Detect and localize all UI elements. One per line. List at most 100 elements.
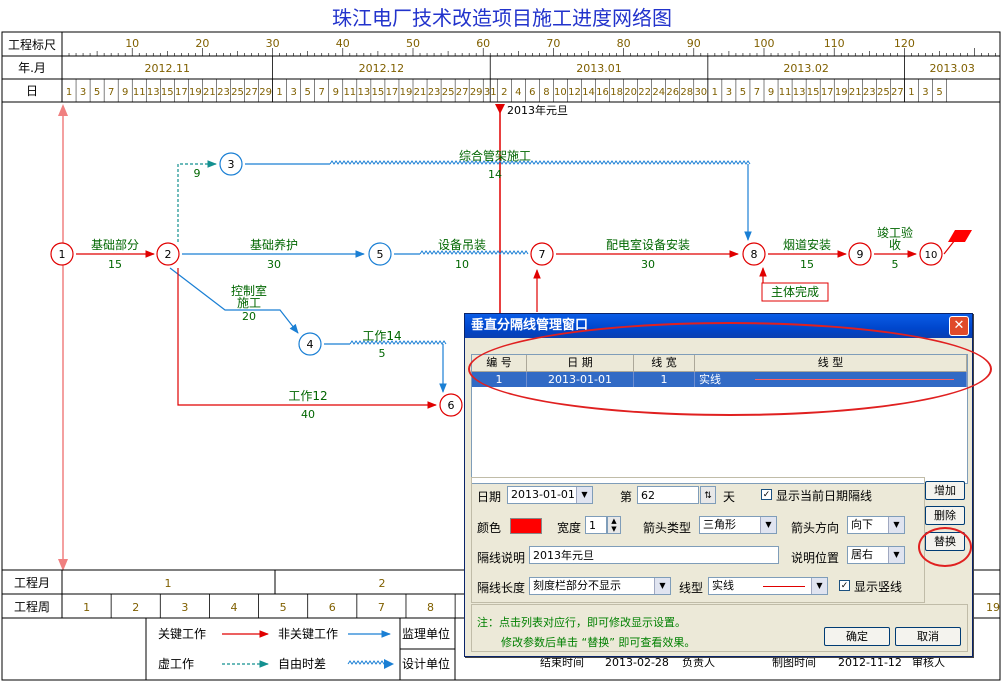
node-6[interactable]: 6 [439, 393, 463, 417]
ok-button[interactable]: 确定 [824, 627, 890, 646]
day-label: 22 [638, 87, 651, 98]
node-label: 8 [751, 248, 758, 261]
show-current-checkbox[interactable]: ✓ [761, 489, 772, 500]
task-label: 烟道安装 [783, 237, 831, 252]
arrow-type-select[interactable]: 三角形▼ [699, 516, 777, 534]
color-label: 颜色 [477, 521, 502, 535]
node-8[interactable]: 8 [742, 242, 766, 266]
scale-tick: 70 [546, 37, 560, 50]
month-label: 2013.01 [576, 62, 622, 75]
info-cell: 结束时间 [540, 656, 584, 669]
desc-pos-select[interactable]: 居右▼ [847, 546, 905, 564]
day-label: 13 [147, 87, 160, 98]
date-picker[interactable]: 2013-01-01▼ [507, 486, 593, 504]
day-label: 17 [175, 87, 188, 98]
day-label: 10 [554, 87, 567, 98]
node-1[interactable]: 1 [50, 242, 74, 266]
node-3[interactable]: 3 [219, 152, 243, 176]
node-10[interactable]: 10 [919, 242, 943, 266]
line-preview [763, 586, 805, 587]
info-cell: 负责人 [682, 655, 715, 669]
cancel-button[interactable]: 取消 [895, 627, 961, 646]
task-label: 综合管架施工 [459, 148, 531, 163]
milestone-label: 主体完成 [771, 284, 819, 299]
day-label: 27 [891, 87, 904, 98]
add-button[interactable]: 增加 [925, 481, 965, 500]
chevron-down-icon[interactable]: ▼ [888, 517, 904, 533]
line-type-select[interactable]: 实线 ▼ [708, 577, 828, 595]
day-suffix: 天 [723, 490, 736, 504]
color-swatch[interactable] [510, 518, 542, 534]
task-label: 工作12 [288, 389, 327, 403]
day-label: 25 [231, 87, 244, 98]
footer-month-label: 工程月 [14, 575, 50, 590]
day-input[interactable]: 62 [637, 486, 699, 504]
day-label: 3 [290, 87, 296, 98]
chevron-down-icon[interactable]: ▼ [811, 578, 827, 594]
arrow-dir-select[interactable]: 向下▼ [847, 516, 905, 534]
delete-button[interactable]: 删除 [925, 506, 965, 525]
footer-week: 4 [230, 601, 237, 614]
desc-input[interactable]: 2013年元旦 [529, 546, 779, 564]
task-duration: 30 [641, 258, 655, 271]
day-label: 1 [276, 87, 282, 98]
day-label: 3 [80, 87, 86, 98]
day-label: 25 [442, 87, 455, 98]
length-select[interactable]: 刻度栏部分不显示 ▼ [529, 577, 671, 595]
date-label: 日期 [477, 490, 502, 504]
notes-group [471, 604, 968, 652]
line-type-value: 实线 [712, 579, 734, 592]
footer-week: 19 [986, 601, 1000, 614]
day-label: 28 [680, 87, 693, 98]
day-label: 20 [624, 87, 637, 98]
node-label: 1 [59, 248, 66, 261]
info-row: 结束时间 2013-02-28 负责人 制图时间 2012-11-12 审核人 [540, 655, 945, 669]
node-2[interactable]: 2 [156, 242, 180, 266]
task-label: 设备吊装 [438, 238, 486, 252]
day-label: 9 [768, 87, 774, 98]
day-label: 7 [319, 87, 325, 98]
width-spinner-icon[interactable]: ▲▼ [607, 516, 621, 534]
chevron-down-icon[interactable]: ▼ [888, 547, 904, 563]
show-vline-checkbox[interactable]: ✓ [839, 580, 850, 591]
task-label: 工作14 [362, 329, 401, 343]
chevron-down-icon[interactable]: ▼ [654, 578, 670, 594]
task-label: 控制室 [231, 283, 267, 298]
info-cell: 审核人 [912, 655, 945, 669]
node-4[interactable]: 4 [298, 332, 322, 356]
note-line-1: 注：点击列表对应行，即可修改显示设置。 [477, 616, 686, 629]
chevron-down-icon[interactable]: ▼ [760, 517, 776, 533]
node-5[interactable]: 5 [368, 242, 392, 266]
footer-week: 1 [83, 601, 90, 614]
legend: 关键工作 非关键工作 虚工作 自由时差 监理单位 设计单位 [158, 626, 450, 671]
day-label: 19 [835, 87, 848, 98]
node-7[interactable]: 7 [530, 242, 554, 266]
day-label: 25 [877, 87, 890, 98]
close-icon[interactable]: ✕ [949, 316, 969, 336]
node-9[interactable]: 9 [848, 242, 872, 266]
footer-week: 2 [132, 601, 139, 614]
info-cell: 2012-11-12 [838, 656, 902, 669]
day-label: 12 [568, 87, 581, 98]
show-current-label: 显示当前日期隔线 [776, 489, 873, 503]
date-divider-arrow [495, 104, 505, 114]
day-label: 6 [529, 87, 535, 98]
day-spinner-icon[interactable]: ⇅ [700, 486, 716, 504]
task-duration: 30 [267, 258, 281, 271]
day-label: 5 [305, 87, 311, 98]
task-duration: 20 [242, 310, 256, 323]
day-label: 7 [108, 87, 114, 98]
day-label: 1 [908, 87, 914, 98]
scale-tick: 100 [754, 37, 775, 50]
width-input[interactable]: 1 [585, 516, 607, 534]
day-label: 19 [400, 87, 413, 98]
legend-float: 自由时差 [278, 657, 326, 671]
node-label: 2 [165, 248, 172, 261]
day-label: 30 [694, 87, 707, 98]
chevron-down-icon[interactable]: ▼ [576, 487, 592, 503]
scale-tick: 90 [687, 37, 701, 50]
info-cell: 制图时间 [772, 656, 816, 669]
length-value: 刻度栏部分不显示 [533, 579, 621, 592]
header-scale-label: 工程标尺 [8, 37, 56, 52]
scale-tick: 60 [476, 37, 490, 50]
